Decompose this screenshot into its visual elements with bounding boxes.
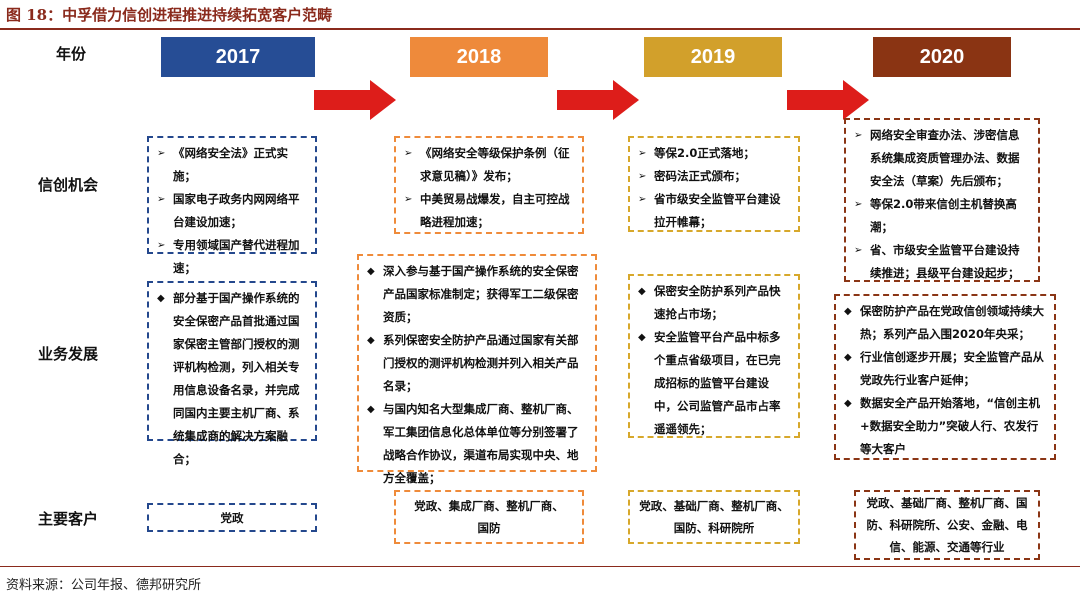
list-item: ➢ 密码法正式颁布； — [638, 165, 788, 188]
list-item: ◆ 与国内知名大型集成厂商、整机厂商、军工集团信息化总体单位等分别签署了战略合作协… — [367, 398, 585, 490]
list-item: ➢ 《网络安全法》正式实施； — [157, 142, 305, 188]
timeline-arrow-icon — [314, 80, 396, 120]
bullet-icon: ➢ — [638, 148, 647, 159]
business-panel-2020: ◆ 保密防护产品在党政信创领域持续大热；系列产品入围2020年央采； ◆ 行业信创逐步… — [834, 294, 1056, 460]
list-item: ➢ 《网络安全等级保护条例（征求意见稿）》发布； — [404, 142, 572, 188]
customers-panel-2018: 党政、集成厂商、整机厂商、国防 — [394, 490, 584, 544]
source-note: 资料来源：公司年报、德邦研究所 — [6, 578, 202, 593]
row-label-opportunity: 信创机会 — [38, 176, 99, 194]
customer-line: 信、能源、交通等行业 — [889, 540, 1005, 554]
list-item: ◆ 数据安全产品开始落地，“信创主机+数据安全助力”突破人行、农发行等大客户 — [844, 392, 1044, 461]
source-rule — [0, 566, 1080, 567]
bullet-icon: ◆ — [367, 335, 375, 346]
bullet-text: 系列保密安全防护产品通过国家有关部门授权的测评机构检测并列入相关产品名录； — [383, 333, 579, 393]
bullet-text: 保密安全防护系列产品快速抢占市场； — [654, 284, 781, 321]
customer-line: 防、科研院所、公安、金融、电 — [866, 518, 1028, 532]
list-item: ◆ 安全监管平台产品中标多个重点省级项目，在已完成招标的监管平台建设中，公司监管产… — [638, 326, 788, 441]
year-box-2020: 2020 — [873, 37, 1011, 77]
business-panel-2018: ◆ 深入参与基于国产操作系统的安全保密产品国家标准制定；获得军工二级保密资质； ◆ 系… — [357, 254, 597, 485]
bullet-icon: ➢ — [638, 171, 647, 182]
bullet-icon: ➢ — [404, 194, 413, 205]
bullet-text: 密码法正式颁布； — [654, 169, 746, 183]
list-item: ➢ 省、市级安全监管平台建设持续推进；县级平台建设起步； — [854, 239, 1028, 285]
bullet-icon: ➢ — [638, 194, 647, 205]
bullet-icon: ◆ — [157, 293, 165, 304]
bullet-text: 部分基于国产操作系统的安全保密产品首批通过国家保密主管部门授权的测评机构检测，列… — [173, 291, 300, 466]
row-label-year: 年份 — [56, 45, 87, 63]
list-item: ➢ 等保2.0带来信创主机替换高潮； — [854, 193, 1028, 239]
bullet-icon: ➢ — [854, 199, 863, 210]
bullet-text: 专用领域国产替代进程加速； — [173, 238, 300, 275]
customers-panel-2019: 党政、基础厂商、整机厂商、国防、科研院所 — [628, 490, 800, 544]
bullet-text: 与国内知名大型集成厂商、整机厂商、军工集团信息化总体单位等分别签署了战略合作协议… — [383, 402, 579, 485]
title-rule — [0, 28, 1080, 30]
customer-line: 党政、基础厂商、整机厂商、国 — [866, 496, 1028, 510]
customer-line: 国防、科研院所 — [673, 521, 755, 535]
business-panel-2017: ◆ 部分基于国产操作系统的安全保密产品首批通过国家保密主管部门授权的测评机构检测，… — [147, 281, 317, 466]
customer-line: 党政 — [220, 510, 244, 525]
bullet-text: 省市级安全监管平台建设拉开帷幕； — [654, 192, 781, 229]
bullet-text: 中美贸易战爆发，自主可控战略进程加速； — [420, 192, 570, 229]
bullet-icon: ◆ — [638, 286, 646, 297]
customer-line: 党政、集成厂商、整机厂商、 — [414, 499, 564, 513]
bullet-text: 《网络安全等级保护条例（征求意见稿）》发布； — [420, 146, 570, 183]
opportunity-panel-2019: ➢ 等保2.0正式落地； ➢ 密码法正式颁布； ➢ 省市级安全监管平台建设拉开帷幕； — [628, 136, 800, 232]
bullet-icon: ➢ — [157, 148, 166, 159]
customers-panel-2017: 党政 — [147, 503, 317, 532]
customer-line: 国防 — [477, 521, 501, 535]
list-item: ◆ 保密安全防护系列产品快速抢占市场； — [638, 280, 788, 326]
row-label-customers: 主要客户 — [38, 510, 99, 528]
bullet-text: 行业信创逐步开展；安全监管产品从党政先行业客户延伸； — [860, 350, 1044, 387]
list-item: ➢ 国家电子政务内网网络平台建设加速； — [157, 188, 305, 234]
opportunity-panel-2020: ➢网络安全审查办法、涉密信息系统集成资质管理办法、数据安全法（草案）先后颁布；➢… — [844, 118, 1040, 282]
list-item: ◆ 保密防护产品在党政信创领域持续大热；系列产品入围2020年央采； — [844, 300, 1044, 346]
customers-panel-2020: 党政、基础厂商、整机厂商、国防、科研院所、公安、金融、电信、能源、交通等行业 — [854, 490, 1040, 560]
list-item: ➢ 网络安全审查办法、涉密信息系统集成资质管理办法、数据安全法（草案）先后颁布； — [854, 124, 1028, 193]
bullet-text: 深入参与基于国产操作系统的安全保密产品国家标准制定；获得军工二级保密资质； — [383, 264, 579, 324]
list-item: ◆ 系列保密安全防护产品通过国家有关部门授权的测评机构检测并列入相关产品名录； — [367, 329, 585, 398]
opportunity-panel-2017: ➢ 《网络安全法》正式实施； ➢ 国家电子政务内网网络平台建设加速； ➢ 专用领域国产替代… — [147, 136, 317, 275]
bullet-text: 《网络安全法》正式实施； — [173, 146, 288, 183]
bullet-icon: ◆ — [367, 404, 375, 415]
business-panel-2019: ◆ 保密安全防护系列产品快速抢占市场； ◆ 安全监管平台产品中标多个重点省级项目，在已… — [628, 274, 800, 438]
bullet-text: 等保2.0带来信创主机替换高潮； — [870, 197, 1017, 234]
bullet-icon: ➢ — [157, 194, 166, 205]
list-item: ◆ 深入参与基于国产操作系统的安全保密产品国家标准制定；获得军工二级保密资质； — [367, 260, 585, 329]
year-box-2018: 2018 — [410, 37, 548, 77]
list-item: ➢ 专用领域国产替代进程加速； — [157, 234, 305, 280]
bullet-icon: ➢ — [157, 240, 166, 251]
bullet-icon: ◆ — [844, 398, 852, 409]
year-box-2019: 2019 — [644, 37, 782, 77]
bullet-icon: ◆ — [844, 352, 852, 363]
timeline-arrow-icon — [787, 80, 869, 120]
bullet-icon: ➢ — [854, 130, 863, 141]
bullet-text: 等保2.0正式落地； — [654, 146, 755, 160]
bullet-text: 国家电子政务内网网络平台建设加速； — [173, 192, 300, 229]
list-item: ➢ 等保2.0正式落地； — [638, 142, 788, 165]
list-item: ➢ 省市级安全监管平台建设拉开帷幕； — [638, 188, 788, 234]
list-item: ◆ 部分基于国产操作系统的安全保密产品首批通过国家保密主管部门授权的测评机构检测，… — [157, 287, 305, 471]
bullet-icon: ➢ — [854, 245, 863, 256]
bullet-text: 数据安全产品开始落地，“信创主机+数据安全助力”突破人行、农发行等大客户 — [860, 396, 1041, 456]
year-box-2017: 2017 — [161, 37, 315, 77]
bullet-text: 保密防护产品在党政信创领域持续大热；系列产品入围2020年央采； — [860, 304, 1044, 341]
bullet-icon: ◆ — [367, 266, 375, 277]
list-item: ◆ 行业信创逐步开展；安全监管产品从党政先行业客户延伸； — [844, 346, 1044, 392]
figure-title: 图 18：中孚借力信创进程推进持续拓宽客户范畴 — [6, 6, 333, 24]
timeline-arrow-icon — [557, 80, 639, 120]
row-label-business: 业务发展 — [38, 345, 99, 363]
customer-line: 党政、基础厂商、整机厂商、 — [639, 499, 789, 513]
bullet-text: 省、市级安全监管平台建设持续推进；县级平台建设起步； — [870, 243, 1020, 280]
bullet-icon: ◆ — [844, 306, 852, 317]
bullet-icon: ◆ — [638, 332, 646, 343]
bullet-icon: ➢ — [404, 148, 413, 159]
opportunity-panel-2018: ➢ 《网络安全等级保护条例（征求意见稿）》发布； ➢ 中美贸易战爆发，自主可控战略进程… — [394, 136, 584, 234]
bullet-text: 安全监管平台产品中标多个重点省级项目，在已完成招标的监管平台建设中，公司监管产品… — [654, 330, 781, 436]
list-item: ➢ 中美贸易战爆发，自主可控战略进程加速； — [404, 188, 572, 234]
bullet-text: 网络安全审查办法、涉密信息系统集成资质管理办法、数据安全法（草案）先后颁布； — [870, 128, 1020, 188]
